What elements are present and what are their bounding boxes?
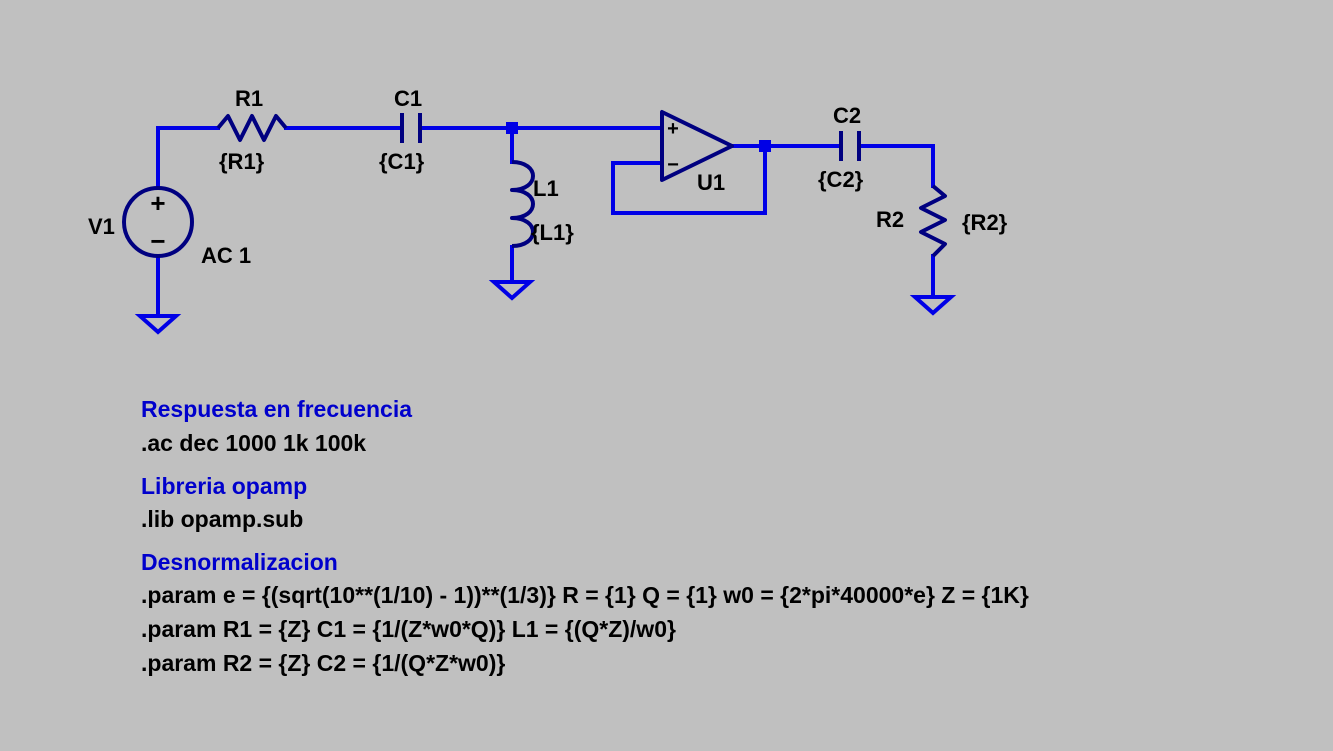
r1-zigzag — [216, 114, 288, 142]
u1-label: U1 — [697, 170, 725, 195]
ground-icon-l1 — [488, 280, 536, 301]
v1-minus-sign: − — [150, 226, 165, 256]
c1-value: {C1} — [379, 149, 425, 174]
v1-value: AC 1 — [201, 243, 251, 268]
comment-opamp-library[interactable]: Libreria opamp — [141, 473, 308, 499]
junction-node-l1 — [506, 122, 518, 134]
wires[interactable] — [156, 126, 935, 318]
ground-icon-v1 — [134, 314, 182, 335]
wire-c2-r2[interactable] — [858, 144, 935, 188]
ground-icon-r2 — [909, 295, 957, 316]
directive-param-globals[interactable]: .param e = {(sqrt(10**(1/10) - 1))**(1/3… — [141, 582, 1029, 608]
l1-label: L1 — [533, 176, 559, 201]
l1-coil — [510, 160, 535, 248]
voltage-source-v1[interactable]: + − V1 AC 1 — [88, 186, 251, 268]
directive-ac-analysis[interactable]: .ac dec 1000 1k 100k — [141, 430, 367, 456]
u1-minus-sign: − — [667, 154, 679, 176]
r1-value: {R1} — [219, 149, 265, 174]
opamp-triangle — [660, 110, 734, 182]
capacitor-c2[interactable]: C2 {C2} — [818, 103, 864, 192]
wire-v1-top[interactable] — [156, 126, 220, 190]
v1-label: V1 — [88, 214, 115, 239]
directive-lib[interactable]: .lib opamp.sub — [141, 506, 304, 532]
r2-label: R2 — [876, 207, 904, 232]
r2-value: {R2} — [962, 210, 1008, 235]
comment-denormalization[interactable]: Desnormalizacion — [141, 549, 338, 575]
directive-param-r1-c1-l1[interactable]: .param R1 = {Z} C1 = {1/(Z*w0*Q)} L1 = {… — [141, 616, 676, 642]
r2-zigzag — [919, 184, 947, 258]
resistor-r1[interactable]: R1 {R1} — [216, 86, 288, 174]
v1-plus-sign: + — [150, 188, 165, 218]
opamp-u1[interactable]: + − U1 — [660, 110, 734, 195]
comment-frequency-response[interactable]: Respuesta en frecuencia — [141, 396, 413, 422]
inductor-l1[interactable]: L1 {L1} — [510, 160, 574, 248]
u1-plus-sign: + — [667, 118, 679, 140]
source-circle — [122, 186, 194, 258]
c2-label: C2 — [833, 103, 861, 128]
r1-label: R1 — [235, 86, 263, 111]
capacitor-c1[interactable]: C1 {C1} — [379, 86, 425, 174]
wire-feedback[interactable] — [611, 144, 767, 215]
c1-label: C1 — [394, 86, 422, 111]
junction-node-output — [759, 140, 771, 152]
directive-param-r2-c2[interactable]: .param R2 = {Z} C2 = {1/(Q*Z*w0)} — [141, 650, 506, 676]
resistor-r2[interactable]: R2 {R2} — [876, 184, 1008, 258]
c2-value: {C2} — [818, 167, 864, 192]
l1-value: {L1} — [531, 220, 574, 245]
